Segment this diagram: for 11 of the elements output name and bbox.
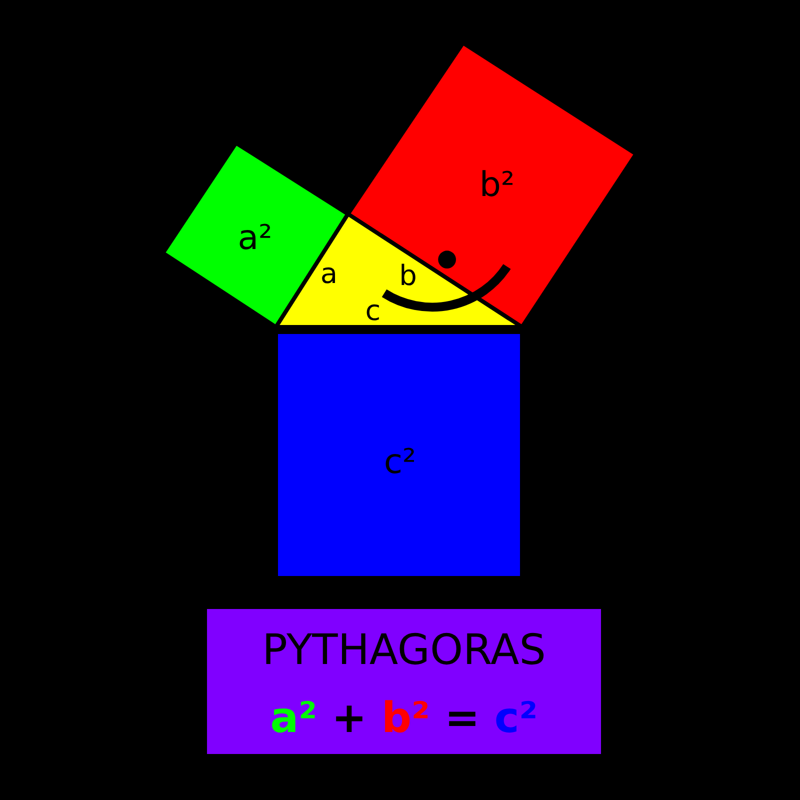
square-label: a²: [238, 221, 272, 255]
square-label: c²: [384, 445, 416, 479]
formula-panel: [205, 607, 603, 756]
side-label: b: [399, 262, 417, 290]
title-text: PYTHAGORAS: [262, 629, 546, 671]
square: [276, 332, 522, 578]
right-triangle: [276, 214, 522, 327]
side-label: a: [320, 260, 338, 288]
square-label: b²: [479, 168, 515, 202]
side-label: c: [365, 297, 381, 325]
formula-text: a² + b² = c²: [270, 697, 538, 739]
